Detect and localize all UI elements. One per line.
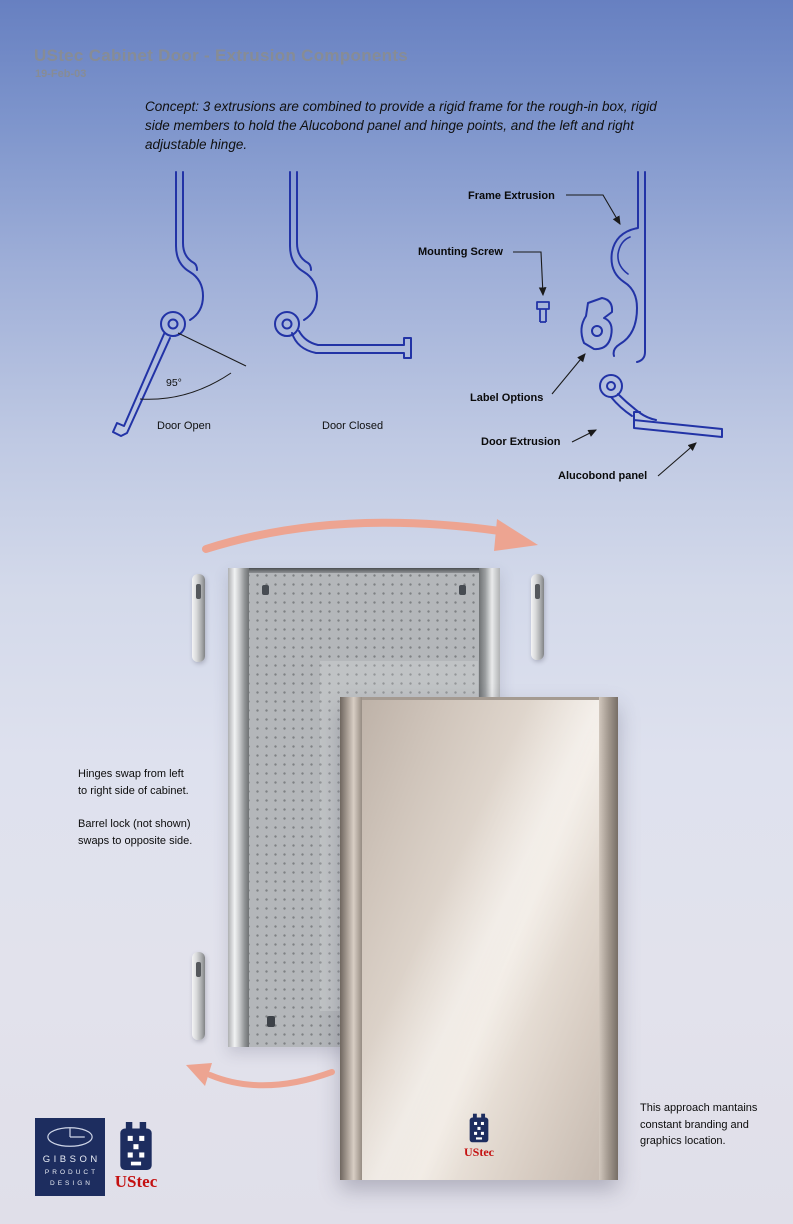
- gibson-name: GIBSON: [42, 1154, 101, 1165]
- callout-label-options: Label Options: [470, 392, 544, 404]
- door-sheen: [340, 697, 618, 1180]
- leader-alucobond-panel: [657, 442, 697, 477]
- leader-mounting-screw: [513, 251, 547, 297]
- door-extrusion-drawing: [599, 374, 723, 438]
- ustec-logo: UStec: [110, 1122, 162, 1192]
- door-rail-left: [340, 697, 362, 1180]
- door-open-label: Door Open: [157, 420, 211, 432]
- leader-label-options: [551, 353, 586, 395]
- leader-frame-extrusion: [566, 194, 621, 225]
- barrel-lock-mark: [267, 1016, 275, 1027]
- page-title: UStec Cabinet Door - Extrusion Component…: [34, 46, 409, 65]
- note-hinges-swap: Hinges swap from left to right side of c…: [78, 768, 189, 797]
- mounting-screw-drawing: [536, 301, 550, 323]
- swap-arrow-bottom: [186, 1063, 335, 1089]
- door-brand-text: UStec: [464, 1145, 494, 1159]
- leader-door-extrusion: [571, 429, 597, 443]
- callout-leaders: [513, 194, 697, 477]
- door-rail-right: [599, 697, 618, 1180]
- door-open-drawing: [112, 171, 204, 437]
- callout-alucobond-panel: Alucobond panel: [558, 470, 648, 482]
- gibson-design: DESIGN: [50, 1180, 93, 1187]
- note-barrel-lock: Barrel lock (not shown) swaps to opposit…: [78, 818, 193, 847]
- gibson-product-design-logo: GIBSON PRODUCT DESIGN: [35, 1118, 105, 1196]
- hinge-screw: [459, 585, 466, 595]
- extrusion-slot: [196, 584, 201, 599]
- door-top-edge: [340, 697, 618, 700]
- cabinet-top-edge: [228, 568, 500, 573]
- door-closed-label: Door Closed: [322, 420, 384, 432]
- side-extrusion-bar-right: [531, 574, 544, 660]
- page-date: 19-Feb-03: [35, 68, 87, 80]
- angle-95-label: 95°: [166, 377, 182, 389]
- callout-mounting-screw: Mounting Screw: [418, 246, 503, 258]
- ustec-logo-icon: [120, 1122, 152, 1170]
- door-closed-drawing: [274, 171, 412, 359]
- callout-door-extrusion: Door Extrusion: [481, 436, 561, 448]
- swap-arrow-top: [202, 518, 538, 553]
- ustec-logo-icon: [469, 1113, 489, 1143]
- hinge-label-part-drawing: [580, 297, 614, 351]
- callout-frame-extrusion: Frame Extrusion: [468, 190, 555, 202]
- ustec-brand-text: UStec: [114, 1172, 158, 1191]
- hinge-screw: [262, 585, 269, 595]
- extrusion-slot: [196, 962, 201, 977]
- gibson-product: PRODUCT: [44, 1169, 99, 1176]
- concept-text: Concept: 3 extrusions are combined to pr…: [145, 99, 657, 153]
- gibson-ellipse-icon: [47, 1127, 93, 1147]
- side-extrusion-bar-left-bottom: [192, 952, 205, 1040]
- frame-extrusion-drawing: [610, 171, 646, 363]
- door-brand-logo: UStec: [449, 1113, 509, 1160]
- door-face: [340, 697, 618, 1180]
- cabinet-rail-left: [228, 568, 249, 1047]
- door-render: UStec: [340, 697, 618, 1180]
- side-extrusion-bar-left-top: [192, 574, 205, 662]
- angle-dimension: [139, 332, 247, 400]
- note-branding: This approach mantains constant branding…: [640, 1102, 758, 1147]
- extrusion-slot: [535, 584, 540, 599]
